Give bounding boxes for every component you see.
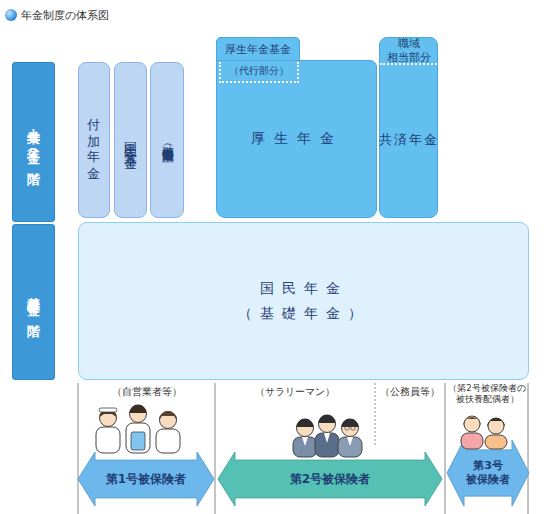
arrow-outline: [447, 440, 529, 506]
column-separator: [215, 383, 216, 514]
arrow-outline: [78, 452, 214, 506]
node-label: 第3号 被保険者: [464, 459, 512, 487]
pension-block: 共済年金 職域 相当部分: [379, 37, 438, 218]
basic-pension-block: 国民年金 （基礎年金）: [78, 222, 529, 380]
pension-column: 付加年金: [78, 62, 110, 218]
pension-column: 国民年金基金: [114, 62, 147, 218]
tier-band: 上乗せ年金（2階）: [12, 62, 55, 222]
occupational-part: 職域 相当部分: [380, 38, 437, 65]
person-illustration: [315, 415, 339, 458]
node-label: 厚生年金基金: [225, 43, 291, 56]
tier-band: 基礎年金（1階）: [12, 224, 55, 380]
person-illustration: [156, 411, 180, 453]
fund-header: 厚生年金基金: [216, 37, 300, 61]
category-label: （自営業者等）: [78, 386, 215, 399]
insured-arrow: 第2号被保険者: [218, 452, 442, 506]
node-label: 国民年金基金: [124, 131, 137, 149]
node-label: 付加年金: [88, 108, 101, 172]
person-illustration: [96, 408, 120, 453]
node-label: 基礎年金（1階）: [27, 287, 40, 318]
person-illustration: [338, 419, 362, 458]
node-label: 共済年金: [379, 132, 439, 148]
node-label: 厚生年金: [251, 130, 343, 148]
person-illustration: [461, 416, 483, 449]
category-label: （サラリーマン）: [215, 386, 375, 399]
node-label: 国民年金: [260, 280, 348, 298]
node-label: 職域 相当部分: [386, 37, 432, 63]
column-separator: [375, 383, 376, 445]
node-label: 上乗せ年金（2階）: [27, 118, 40, 166]
substitute-part: （代行部分）: [219, 62, 299, 83]
pension-block: 厚生年金 （代行部分）: [216, 60, 377, 218]
arrow-outline: [218, 452, 442, 506]
node-label: 第2号被保険者: [290, 472, 370, 487]
pension-column: 確定拠出年金（個人型）: [150, 62, 184, 218]
node-label: 第1号被保険者: [106, 472, 186, 487]
column-separator: [445, 383, 446, 514]
node-label: （基礎年金）: [238, 305, 370, 323]
column-separator: [78, 383, 79, 514]
person-illustration: [485, 418, 507, 449]
person-illustration: [126, 405, 150, 454]
globe-icon: [5, 9, 17, 21]
insured-arrow: 第1号被保険者: [78, 452, 214, 506]
person-illustration: [293, 419, 317, 458]
node-label: （代行部分）: [229, 65, 289, 78]
node-label: 確定拠出年金（個人型）: [161, 137, 173, 143]
column-separator: [528, 383, 529, 514]
insured-arrow: 第3号 被保険者: [447, 440, 529, 506]
diagram-title: 年金制度の体系図: [21, 8, 109, 23]
category-label: （公務員等）: [375, 386, 445, 399]
category-label: （第2号被保険者の 被扶養配偶者）: [445, 383, 529, 404]
